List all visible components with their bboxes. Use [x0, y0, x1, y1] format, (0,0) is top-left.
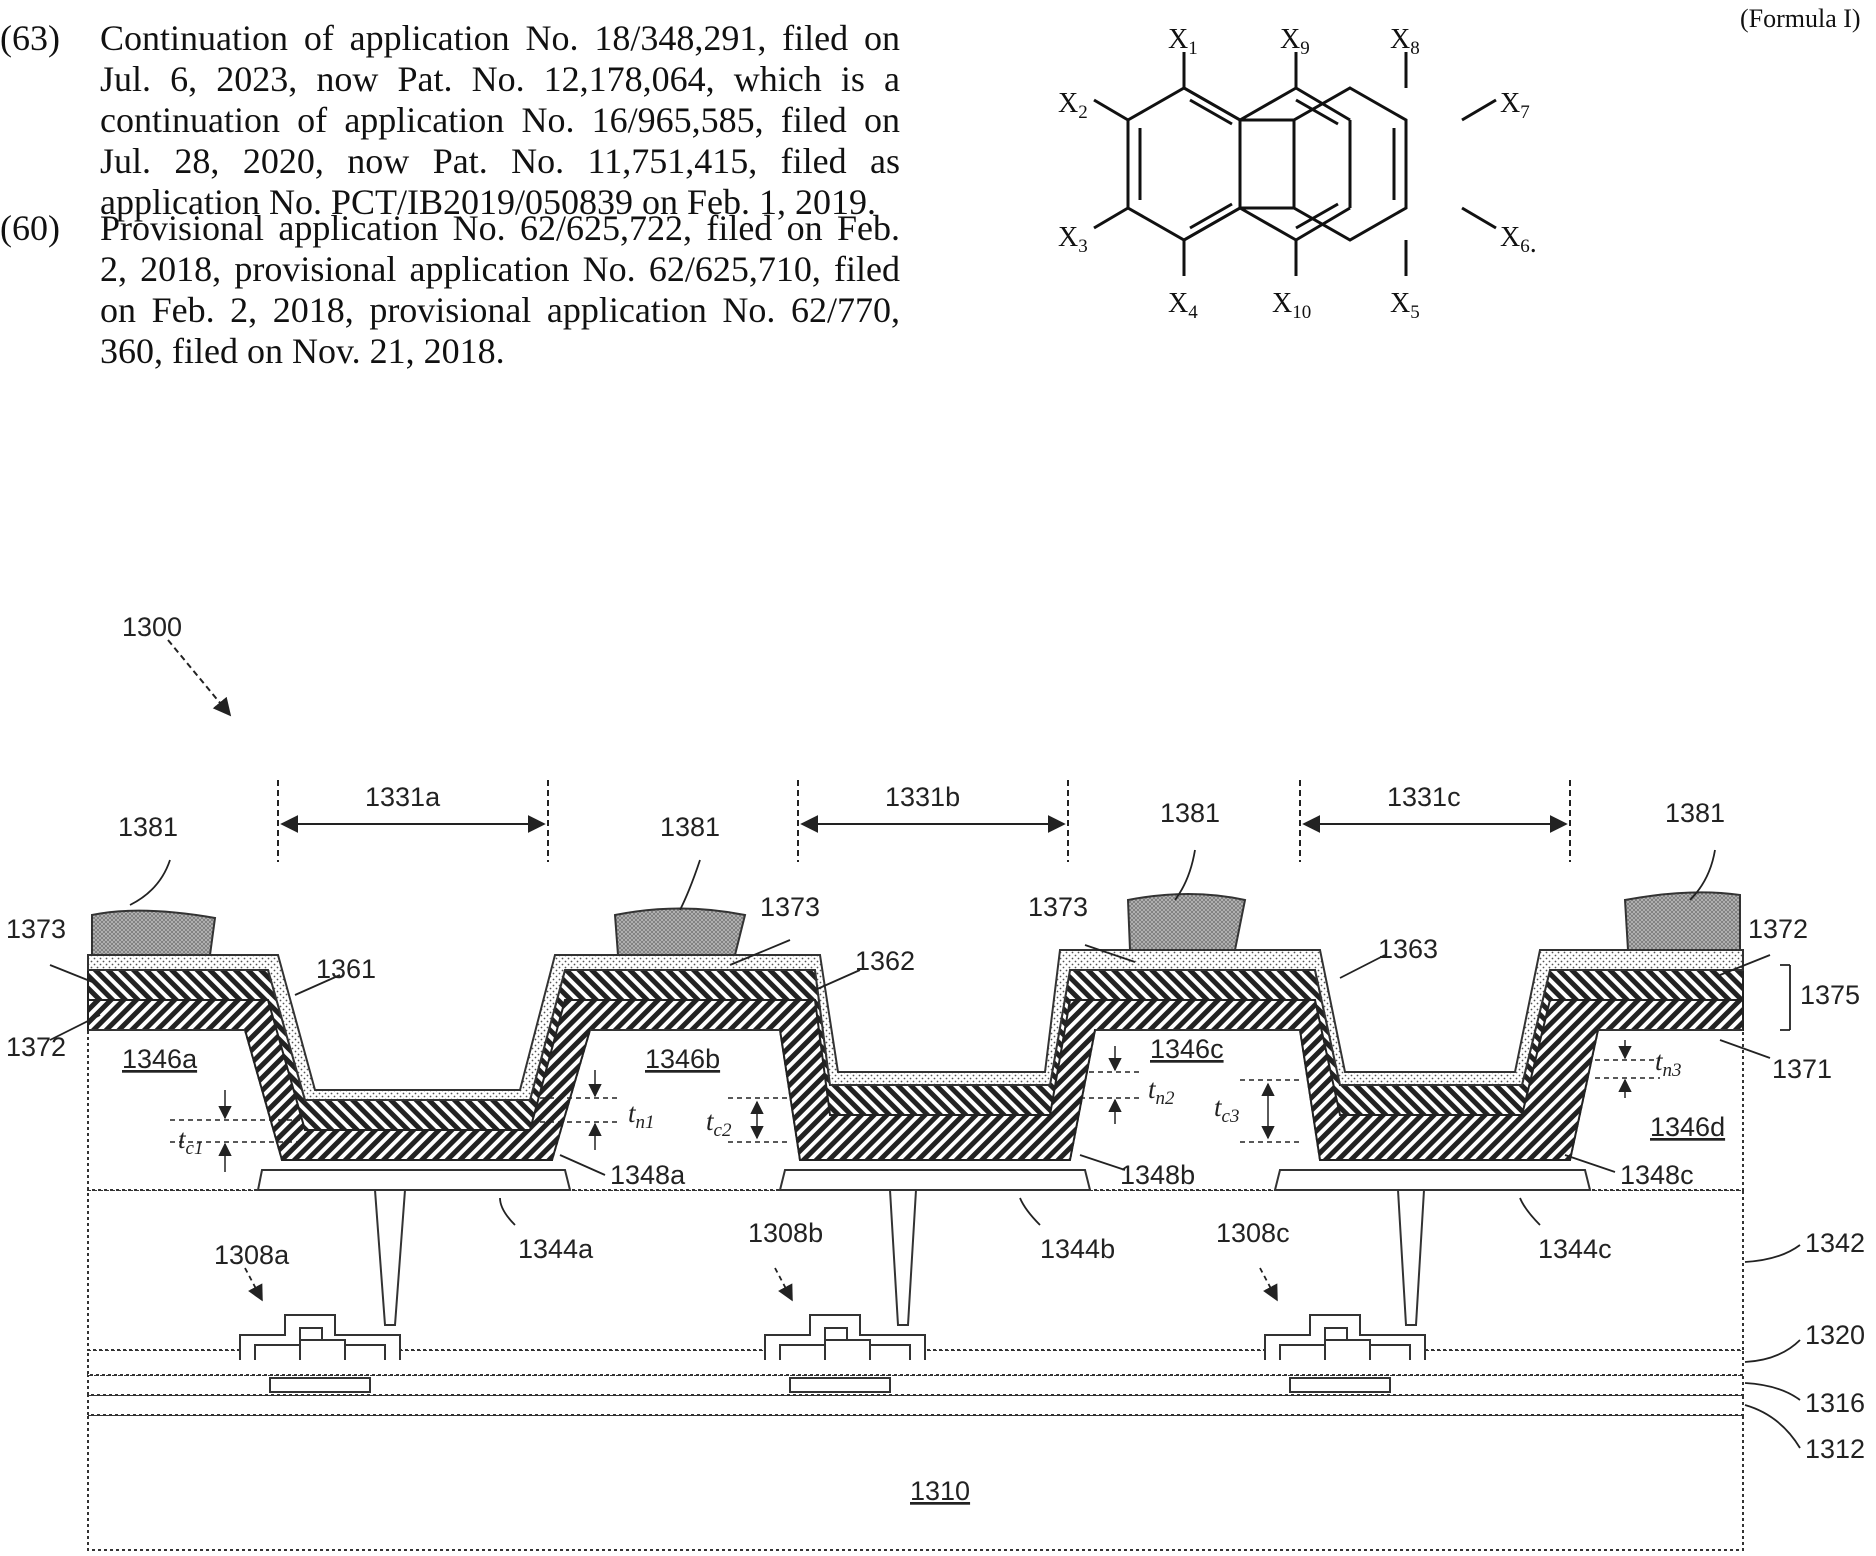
label-1316: 1316 — [1805, 1388, 1865, 1418]
label-1348b: 1348b — [1120, 1160, 1195, 1190]
label-1300: 1300 — [122, 612, 182, 642]
label-1363: 1363 — [1378, 934, 1438, 964]
anthracene-structure — [1128, 88, 1406, 240]
anodes — [258, 1170, 1590, 1190]
label-1361: 1361 — [316, 954, 376, 984]
label-1381-2: 1381 — [660, 812, 720, 842]
label-1371: 1371 — [1772, 1054, 1832, 1084]
label-x1: X1 — [1168, 24, 1198, 59]
label-x7: X7 — [1500, 88, 1530, 123]
label-1320: 1320 — [1805, 1320, 1865, 1350]
label-1373-3: 1373 — [1028, 892, 1088, 922]
label-1331c: 1331c — [1387, 782, 1461, 812]
label-1312: 1312 — [1805, 1434, 1865, 1464]
label-1346a: 1346a — [122, 1044, 198, 1074]
stack-1371 — [88, 970, 1743, 1160]
label-1373-1: 1373 — [6, 914, 66, 944]
label-1331b: 1331b — [885, 782, 960, 812]
label-1348c: 1348c — [1620, 1160, 1694, 1190]
label-1344c: 1344c — [1538, 1234, 1612, 1264]
caps-1381 — [92, 892, 1740, 955]
label-x8: X8 — [1390, 24, 1420, 59]
label-x3: X3 — [1058, 222, 1088, 257]
label-1372-1: 1372 — [6, 1032, 66, 1062]
label-1310: 1310 — [910, 1476, 970, 1506]
label-1342: 1342 — [1805, 1228, 1865, 1258]
label-1381-4: 1381 — [1665, 798, 1725, 828]
label-x2: X2 — [1058, 88, 1088, 123]
stack-1372 — [88, 970, 1743, 1130]
label-1381-3: 1381 — [1160, 798, 1220, 828]
label-x9: X9 — [1280, 24, 1310, 59]
label-1362: 1362 — [855, 946, 915, 976]
label-x6: X6. — [1500, 222, 1537, 259]
label-x5: X5 — [1390, 288, 1420, 323]
label-1346d: 1346d — [1650, 1112, 1725, 1142]
label-1331a: 1331a — [365, 782, 441, 812]
label-1373-2: 1373 — [760, 892, 820, 922]
label-x4: X4 — [1168, 288, 1198, 323]
arrow-1300 — [168, 640, 230, 715]
label-x10: X10 — [1272, 288, 1311, 323]
label-1344a: 1344a — [518, 1234, 594, 1264]
label-1344b: 1344b — [1040, 1234, 1115, 1264]
label-1346c: 1346c — [1150, 1034, 1224, 1064]
device-cross-section — [50, 640, 1800, 1550]
layer-1312 — [88, 1395, 1743, 1415]
label-1375: 1375 — [1800, 980, 1860, 1010]
label-1308c: 1308c — [1216, 1218, 1290, 1248]
label-1308a: 1308a — [214, 1240, 290, 1270]
label-1348a: 1348a — [610, 1160, 686, 1190]
label-1381-1: 1381 — [118, 812, 178, 842]
label-1308b: 1308b — [748, 1218, 823, 1248]
label-1346b: 1346b — [645, 1044, 720, 1074]
label-1372-2: 1372 — [1748, 914, 1808, 944]
